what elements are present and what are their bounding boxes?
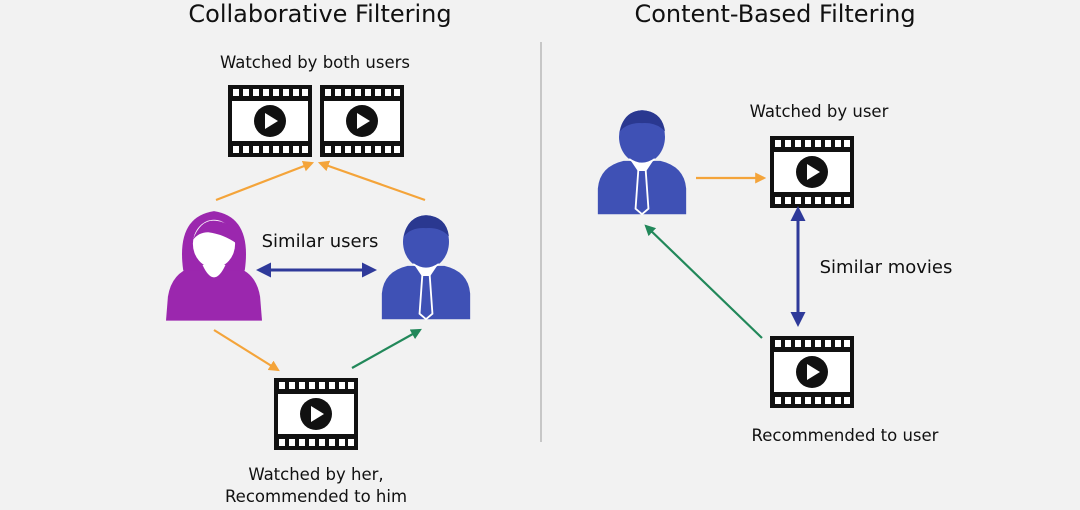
film-play-icon [274,378,358,450]
similar-users-label: Similar users [261,231,379,252]
watched-by-her-label: Watched by her, [248,465,384,484]
arrow-her-to-watched [213,329,280,372]
similar-movies-label: Similar movies [819,257,953,278]
watched-by-user-label: Watched by user [749,102,889,121]
male-user-icon [380,214,472,321]
watched-by-both-label: Watched by both users [219,53,411,72]
content-based-filtering-title: Content-Based Filtering [634,0,916,28]
recommended-to-user-label: Recommended to user [751,426,939,445]
panel-divider [540,42,542,442]
film-play-icon [770,336,854,408]
male-user-icon [596,109,688,216]
female-user-icon [166,211,262,321]
arrow-him-to-shared [317,160,426,202]
arrow-recommended-to-user [644,224,763,339]
recommended-to-him-label: Recommended to him [224,487,408,506]
film-play-icon [228,85,312,157]
arrow-recommended-to-him [351,328,422,369]
arrow-her-to-shared [215,161,315,202]
film-play-icon [770,136,854,208]
collaborative-filtering-title: Collaborative Filtering [188,0,452,28]
film-play-icon [320,85,404,157]
